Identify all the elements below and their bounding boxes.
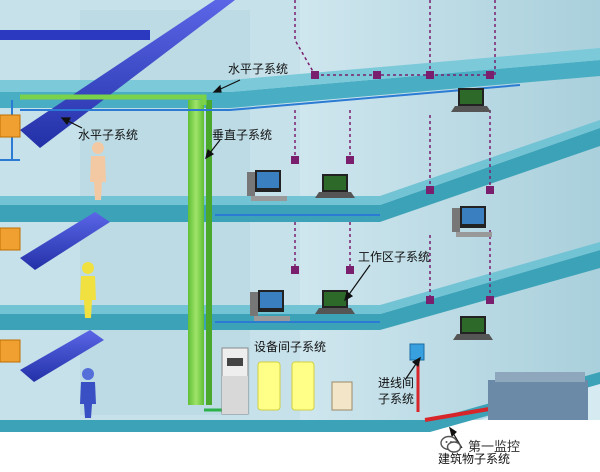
drop-1 — [294, 0, 316, 76]
slab-floor-3-top — [0, 242, 600, 314]
label-work-area: 工作区子系统 — [358, 250, 431, 264]
entrance-box — [409, 343, 425, 361]
wechat-icon — [440, 435, 462, 453]
building-icon — [488, 380, 588, 420]
outlet — [486, 186, 494, 194]
laptop-icon — [453, 316, 493, 340]
outlet — [346, 156, 354, 164]
building-icon-top — [495, 372, 585, 382]
backbone-bar-mid — [20, 212, 110, 270]
outlet — [426, 186, 434, 194]
label-vertical: 垂直子系统 — [212, 128, 273, 142]
equipment-room — [221, 347, 353, 415]
label-entrance-line2: 子系统 — [378, 392, 415, 406]
riser-core — [206, 100, 212, 405]
vertical-riser — [20, 94, 242, 412]
watermark-text: 第一监控 — [468, 439, 521, 455]
outlet — [291, 156, 299, 164]
backbone-top-rail — [0, 30, 150, 40]
cable-top-run — [20, 84, 521, 111]
person-icon — [90, 142, 106, 200]
slab-floor-2 — [0, 128, 600, 222]
horizontal-cables — [0, 84, 521, 323]
outlet — [486, 71, 494, 79]
slab-roof-top — [0, 48, 600, 92]
panel-top — [0, 114, 21, 138]
entrance-line — [424, 406, 496, 422]
label-entrance-line1: 进线间 — [378, 376, 415, 390]
outlet — [346, 266, 354, 274]
watermark: 第一监控 — [440, 428, 590, 462]
label-building-complex: 建筑物子系统 — [438, 452, 511, 466]
outlet — [291, 266, 299, 274]
server-box — [331, 381, 353, 411]
riser-main — [188, 100, 204, 405]
outlet — [311, 71, 319, 79]
panel-mid — [0, 227, 21, 251]
outlet — [486, 296, 494, 304]
computers — [247, 88, 493, 340]
cabinet-screen — [227, 358, 243, 366]
outlets — [291, 71, 494, 304]
desktop-icon — [250, 290, 290, 321]
left-panels — [0, 114, 21, 363]
server-rack-2 — [291, 361, 315, 411]
work-area-drops — [294, 0, 496, 300]
label-horizontal-left: 水平子系统 — [78, 128, 139, 142]
panel-low — [0, 339, 21, 363]
laptop-icon — [315, 174, 355, 198]
slab-floor-2-top — [0, 120, 600, 205]
desktop-icon — [452, 206, 492, 237]
cabinet-body — [222, 376, 248, 414]
person-icon — [80, 262, 96, 318]
label-horizontal-upper: 水平子系统 — [228, 62, 289, 76]
backbone-bar-low — [20, 330, 104, 382]
entrance — [409, 343, 588, 422]
outlet — [373, 71, 381, 79]
outlet — [426, 71, 434, 79]
server-rack-1 — [257, 361, 281, 411]
laptop-icon — [451, 88, 491, 112]
people — [80, 142, 106, 418]
riser-branch-top — [20, 94, 207, 105]
laptop-icon — [315, 290, 355, 314]
wall-pane-mid — [80, 215, 250, 310]
outlet — [426, 296, 434, 304]
person-icon — [80, 368, 96, 418]
desktop-icon — [247, 170, 287, 201]
slab-floor-3 — [0, 250, 600, 330]
label-equipment-room: 设备间子系统 — [254, 340, 327, 354]
